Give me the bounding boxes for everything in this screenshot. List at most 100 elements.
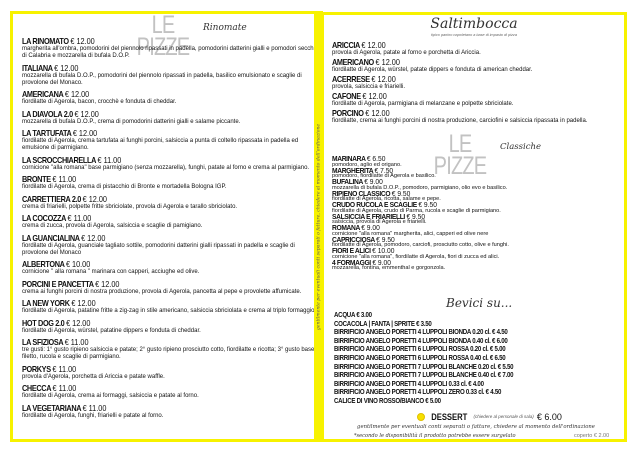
item-price: € 10.00	[372, 246, 395, 255]
item-name: CRUDO RUCOLA E SCAGLIE € 9.50	[332, 201, 592, 209]
drinks-title: Bevici su...	[446, 296, 513, 310]
item-description: pomodoro, aglio ed origano.	[332, 161, 402, 168]
item-description: fiordilatte di Agerola, guanciale taglia…	[22, 242, 295, 256]
item-title: PORKYS	[22, 363, 51, 374]
item-description: fiordilatte di Agerola, parmigiana di me…	[332, 101, 514, 107]
dessert-note: (chiedere al personale di sala)	[473, 414, 534, 419]
heading-script: Classiche	[500, 142, 541, 152]
item-description: fiordilatte di Agerola, würstel, patatin…	[22, 327, 201, 334]
item-name: AMERICANA € 12.00	[22, 90, 282, 99]
item-price: € 12.00	[64, 89, 90, 99]
saltimbocca-heading: Saltimbocca tipico panino napoletano a b…	[324, 16, 624, 38]
item-description: fiordilatte di Agerola, bacon, crocchè e…	[22, 99, 177, 105]
dessert-price: € 6.00	[536, 412, 562, 422]
item-name: PORKYS € 11.00	[22, 363, 282, 374]
item-price: € 12.00	[70, 36, 95, 46]
item-name: CAFONE € 12.00	[332, 92, 592, 101]
item-price: € 12.00	[66, 317, 91, 328]
item-title: BUFALINA	[332, 177, 363, 186]
item-name: 4 FORMAGGI € 9.00	[332, 257, 592, 267]
item-name: LA NEW YORK € 12.00	[22, 299, 282, 308]
item-price: € 11.00	[97, 154, 122, 165]
item-title: ARICCIA	[332, 40, 360, 50]
item-price: € 11.00	[64, 337, 89, 347]
item-price: € 9.50	[391, 188, 411, 198]
item-title: LA RINOMATO	[22, 36, 69, 46]
item-price: € 11.00	[52, 174, 77, 184]
item-name: MARINARA € 6.50	[332, 154, 592, 163]
item-price: € 9.50	[376, 234, 395, 244]
item-name: ARICCIA € 12.00	[332, 41, 592, 50]
item-name: AMERICANO € 12.00	[332, 58, 592, 67]
item-title: LA DIAVOLA 2.0	[22, 108, 73, 119]
item-description: provola di Agerola, patate al forno e po…	[332, 50, 481, 56]
item-price: € 12.00	[54, 62, 79, 73]
item-name: RIPIENO CLASSICO € 9.50	[332, 188, 592, 198]
item-description: fiordilatte di Agerola, ricotta, salame …	[332, 196, 441, 203]
item-price: € 12.00	[361, 40, 386, 50]
heading-text: LE PIZZE	[136, 11, 190, 61]
section-heading-classiche: LE PIZZE Classiche	[420, 132, 541, 179]
drink-item: BIRRIFICIO ANGELO PORETTI 4 LUPPOLI 0.33…	[334, 378, 484, 388]
item-name: ROMANA € 9.00	[332, 223, 592, 232]
item-title: AMERICANA	[22, 89, 64, 99]
item-name: PORCINI E PANCETTA € 12.00	[22, 279, 282, 289]
item-title: ITALIANA	[22, 62, 53, 73]
item-name: BRONTE € 11.00	[22, 175, 282, 184]
item-name: LA DIAVOLA 2.0 € 12.00	[22, 108, 282, 119]
item-title: 4 FORMAGGI	[332, 257, 371, 267]
item-description: cornicione "alla romana", fiordilatte di…	[332, 253, 500, 260]
item-description: fiordilatte di Agerola, crema ai formagg…	[22, 393, 199, 399]
item-title: HOT DOG 2.0	[22, 317, 65, 328]
item-title: CARRETTIERA 2.0	[22, 193, 81, 204]
item-title: MARINARA	[332, 154, 366, 163]
coperto: coperto € 2.00	[574, 433, 610, 439]
item-description: mozzarella di bufala D.O.P., pomodorini …	[22, 72, 302, 86]
item-description: salsiccia, provola di Agerola e friariel…	[332, 219, 427, 226]
item-description: fiordilatte di Agerola, crema di pistacc…	[22, 184, 227, 190]
drink-item: BIRRIFICIO ANGELO PORETTI 6 LUPPOLI ROSS…	[334, 352, 506, 362]
item-name: FIORI E ALICI € 10.00	[332, 246, 592, 255]
item-title: ROMANA	[332, 223, 360, 232]
item-description: pomodoro, fiordilatte di Agerola e basil…	[332, 173, 436, 180]
item-price: € 7.50	[374, 165, 394, 175]
item-price: € 12.00	[375, 57, 400, 67]
item-title: ALBERTONA	[22, 259, 65, 269]
item-description: crema di zucca, provola di Agerola, sals…	[22, 223, 203, 229]
heading-script: Rinomate	[203, 23, 247, 33]
item-price: € 11.00	[82, 402, 107, 413]
item-description: mozzarella, fontina, emmenthal e gorgonz…	[332, 265, 446, 272]
saltimbocca-subtitle: tipico panino napoletano a base di impas…	[431, 33, 517, 37]
item-name: ACERRESE € 12.00	[332, 75, 592, 84]
item-title: LA GUANCIALINA	[22, 232, 80, 243]
dessert-name: DESSERT	[431, 412, 468, 422]
item-price: € 12.00	[365, 108, 390, 118]
item-price: € 9.00	[372, 257, 391, 267]
item-price: € 6.50	[366, 154, 386, 163]
item-price: € 12.00	[72, 128, 98, 138]
item-description: fiordilatte di Agerola, pomodoro, carcio…	[332, 242, 509, 249]
section-heading-rinomate: LE PIZZE Rinomate	[123, 13, 247, 60]
drink-item: BIRRIFICIO ANGELO PORETTI 4 LUPPOLI BION…	[334, 335, 508, 345]
item-name: LA GUANCIALINA € 12.00	[22, 232, 282, 243]
item-price: € 11.00	[52, 363, 77, 374]
